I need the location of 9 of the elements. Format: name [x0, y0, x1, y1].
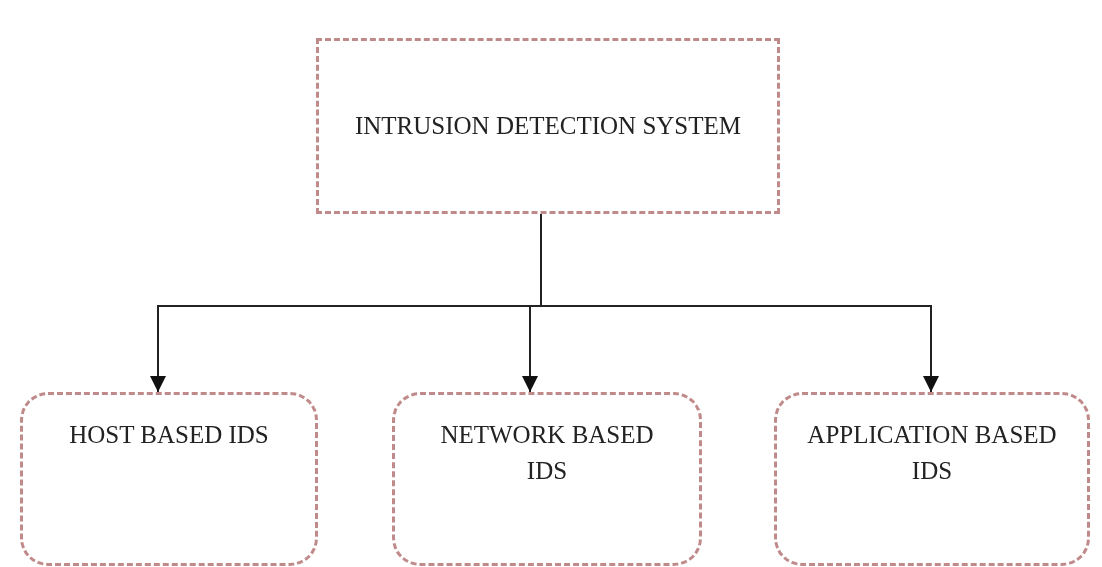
arrow [540, 213, 939, 393]
process-box [316, 38, 780, 214]
node-label: HOST BASED IDS [68, 420, 270, 450]
node-label: APPLICATION BASED IDS [806, 420, 1058, 487]
node-label: INTRUSION DETECTION SYSTEM [353, 110, 743, 141]
process-box [392, 392, 702, 566]
process-box [774, 392, 1090, 566]
node-label: NETWORK BASED IDS [439, 420, 655, 487]
process-box [20, 392, 318, 566]
